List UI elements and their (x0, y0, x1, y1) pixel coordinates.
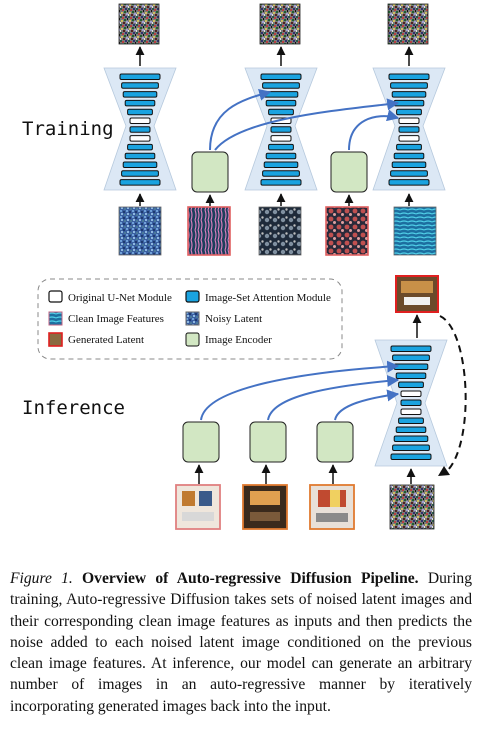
attention-block (265, 99, 297, 107)
legend-image-set-attention: Image-Set Attention Module (205, 292, 331, 304)
legend-original-unet: Original U-Net Module (68, 292, 172, 304)
legend-noisy-latent: Noisy Latent (205, 313, 262, 325)
attention-block (395, 426, 427, 433)
clean-features-swatch (48, 311, 63, 326)
image-encoder-training-2 (330, 151, 368, 193)
noise-output-3 (387, 3, 429, 45)
attention-module-swatch (185, 290, 200, 303)
attention-block (263, 161, 299, 168)
attention-block (388, 179, 430, 186)
attention-block (388, 73, 430, 80)
attention-block (124, 152, 156, 160)
attention-block (392, 444, 430, 451)
unet-module-swatch (48, 290, 63, 303)
attention-block (390, 170, 428, 177)
attention-block (393, 363, 429, 370)
unet-block (400, 390, 422, 397)
image-encoder-training-1 (191, 151, 229, 193)
caption-title: Overview of Auto-regressive Diffusion Pi… (82, 570, 419, 587)
attention-block (398, 126, 420, 133)
generated-image-2 (242, 484, 288, 530)
legend: Original U-Net Module Image-Set Attentio… (37, 278, 343, 360)
attention-block (262, 82, 300, 89)
attention-block (390, 82, 428, 89)
attention-block (390, 345, 432, 352)
unet-training-1 (103, 67, 177, 191)
legend-image-encoder: Image Encoder (205, 334, 272, 346)
image-encoder-inference-3 (316, 421, 354, 463)
unet-inference (374, 339, 448, 467)
noisy-latent-1 (118, 206, 162, 256)
generated-image-1 (175, 484, 221, 530)
training-label: Training (22, 118, 114, 140)
attention-block (119, 179, 161, 186)
attention-block (393, 99, 425, 107)
noise-output-1 (118, 3, 160, 45)
attention-block (393, 152, 425, 160)
legend-clean-image-features: Clean Image Features (68, 313, 164, 325)
attention-block (400, 399, 422, 406)
noise-output-2 (259, 3, 301, 45)
image-encoder-inference-2 (249, 421, 287, 463)
autoregressive-loop (439, 315, 467, 471)
attention-block (265, 152, 297, 160)
attention-block (121, 170, 159, 177)
attention-block (268, 108, 294, 116)
attention-block (391, 91, 427, 98)
attention-block (392, 354, 430, 361)
attention-block (122, 161, 158, 168)
unet-block (400, 408, 422, 415)
attention-block (396, 108, 422, 116)
noisy-latent-swatch (185, 311, 200, 326)
attention-block (127, 108, 153, 116)
unet-block (398, 135, 420, 142)
clean-image-1 (187, 206, 231, 256)
noisy-latent-3 (393, 206, 437, 256)
generated-latent-output (395, 275, 439, 313)
generated-image-3 (309, 484, 355, 530)
unet-block (129, 117, 151, 124)
attention-block (398, 417, 424, 424)
attention-block (121, 82, 159, 89)
attention-block (391, 161, 427, 168)
caption-body: During training, Auto-regressive Diffusi… (10, 570, 472, 715)
figure-caption: Figure 1. Overview of Auto-regressive Di… (10, 568, 472, 717)
attention-block (129, 126, 151, 133)
legend-generated-latent: Generated Latent (68, 334, 144, 346)
attention-block (260, 73, 302, 80)
attention-block (393, 435, 429, 442)
unet-block (398, 117, 420, 124)
unet-training-2 (244, 67, 318, 191)
attention-block (395, 372, 427, 379)
attention-block (262, 170, 300, 177)
attention-block (124, 99, 156, 107)
image-encoder-swatch (185, 332, 200, 347)
clean-image-2 (325, 206, 369, 256)
attention-block (390, 453, 432, 460)
unet-training-3 (372, 67, 446, 191)
inference-label: Inference (22, 397, 125, 419)
noise-input-inference (389, 484, 435, 530)
image-encoder-inference-1 (182, 421, 220, 463)
attention-block (398, 381, 424, 388)
attention-block (260, 179, 302, 186)
attention-block (270, 126, 292, 133)
attention-block (122, 91, 158, 98)
attention-block (268, 143, 294, 151)
generated-latent-swatch (48, 332, 63, 347)
unet-block (270, 135, 292, 142)
caption-label: Figure 1. (10, 570, 73, 587)
attention-block (119, 73, 161, 80)
attention-block (127, 143, 153, 151)
noisy-latent-2 (258, 206, 302, 256)
unet-block (129, 135, 151, 142)
attention-block (396, 143, 422, 151)
pipeline-figure: Training Original U-Net Module (22, 3, 467, 530)
